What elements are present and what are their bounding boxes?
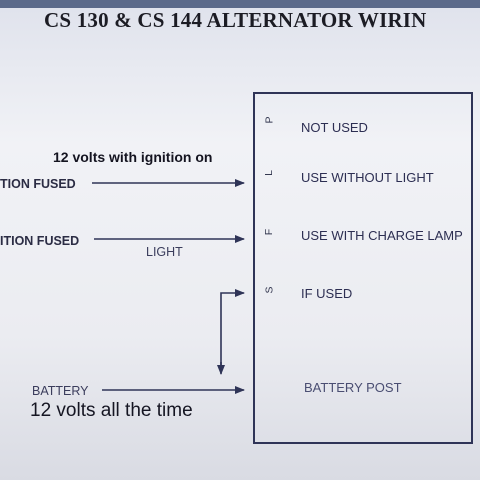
light-label: LIGHT bbox=[146, 245, 183, 259]
alternator-connector-box bbox=[253, 92, 473, 444]
ignition-fused-label-2: ITION FUSED bbox=[0, 234, 80, 248]
window-title-bar bbox=[0, 0, 480, 8]
pin-p-label: NOT USED bbox=[301, 120, 368, 135]
battery-label: BATTERY bbox=[32, 384, 89, 398]
pin-l-label: USE WITHOUT LIGHT bbox=[301, 170, 434, 185]
pin-f-label: USE WITH CHARGE LAMP bbox=[301, 228, 463, 243]
pin-letter-l: L bbox=[262, 170, 275, 176]
pin-letter-p: P bbox=[263, 116, 276, 124]
ignition-note: 12 volts with ignition on bbox=[53, 149, 213, 165]
sense-wire-s bbox=[220, 289, 245, 372]
ignition-fused-label-1: TION FUSED bbox=[0, 177, 76, 191]
pin-letter-s: S bbox=[263, 286, 276, 294]
pin-letter-f: F bbox=[263, 228, 276, 236]
page-title: CS 130 & CS 144 ALTERNATOR WIRIN bbox=[44, 8, 427, 32]
battery-post-label: BATTERY POST bbox=[304, 380, 402, 395]
battery-note: 12 volts all the time bbox=[30, 400, 193, 421]
pin-s-label: IF USED bbox=[301, 286, 353, 301]
